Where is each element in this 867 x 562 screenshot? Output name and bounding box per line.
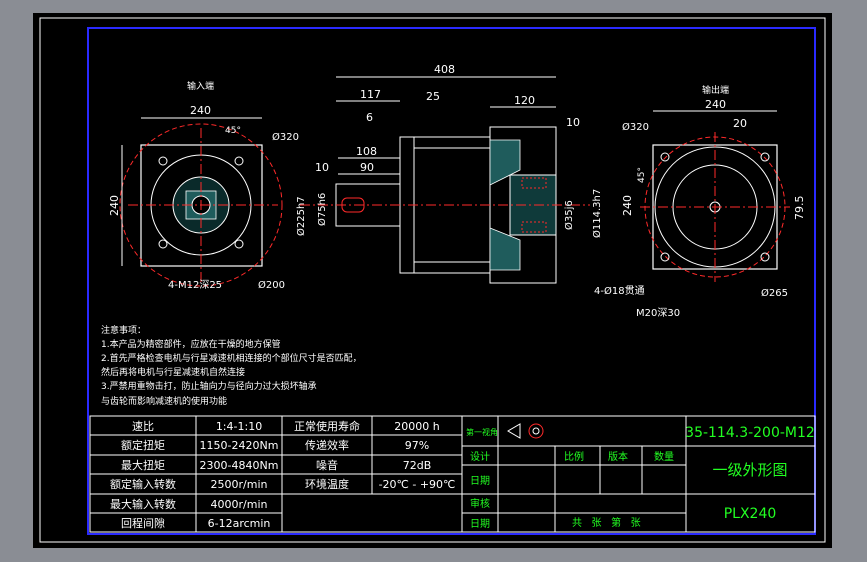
- notes-line-3: 然后再将电机与行星减速机自然连接: [101, 366, 245, 378]
- len25-dim: 25: [426, 90, 440, 103]
- output-hole-bl: [660, 252, 670, 262]
- title-block-frame: [461, 415, 816, 533]
- spec-key: 最大输入转数: [110, 497, 176, 511]
- input-end-view: 输入端 240 240 45° Ø320 4-M12深25 Ø200: [108, 80, 299, 291]
- output-holes-dim: 4-Ø18贯通: [594, 285, 645, 297]
- spec-key: 额定扭矩: [121, 438, 165, 452]
- spec-value: 72dB: [403, 459, 432, 472]
- output-79-dim: 79.5: [793, 196, 806, 221]
- spec-value: 1:4-1:10: [216, 420, 262, 433]
- output-20-dim: 20: [733, 117, 747, 130]
- len120-dim: 120: [514, 94, 535, 107]
- len90-dim: 90: [360, 161, 374, 174]
- notes-title: 注意事项：: [101, 324, 146, 336]
- input-bolt-circle: [119, 123, 283, 287]
- spec-value: 20000 h: [394, 420, 439, 433]
- spec-value: -20℃ - +90℃: [379, 478, 456, 491]
- input-hole-tl: [158, 156, 168, 166]
- tb-date-1: 日期: [470, 475, 490, 487]
- spec-key: 回程间隙: [121, 516, 165, 530]
- spec-key: 传递效率: [305, 438, 349, 452]
- input-hole-br: [234, 239, 244, 249]
- input-bolt-circle-dim: Ø320: [272, 131, 299, 143]
- title-block: 第一视角 设计 日期 审核 日期 比例 版本 数量 共 张 第 张 35-114…: [461, 415, 816, 533]
- tb-design: 设计: [470, 450, 490, 463]
- output-thread-dim: M20深30: [636, 307, 680, 319]
- tb-date-2: 日期: [470, 518, 490, 530]
- output-key: [521, 177, 547, 189]
- input-hole-bl: [158, 239, 168, 249]
- tb-scale: 比例: [564, 450, 584, 463]
- output-hole-tl: [660, 152, 670, 162]
- spec-value: 2300-4840Nm: [200, 459, 279, 472]
- output-width-dim: 240: [705, 98, 726, 111]
- total-length-dim: 408: [434, 63, 455, 76]
- spec-key: 额定输入转数: [110, 477, 176, 491]
- output-end-label: 输出端: [702, 84, 729, 96]
- tb-pages: 共 张 第 张: [572, 516, 641, 529]
- notes-line-5: 与齿轮而影响减速机的使用功能: [101, 395, 227, 407]
- output-end-view: 输出端 240 20 240 45° Ø320 79.5 4-Ø18贯通 Ø26…: [594, 84, 806, 319]
- spec-value: 1150-2420Nm: [200, 439, 279, 452]
- drawing-number: 35-114.3-200-M12: [685, 425, 815, 441]
- input-hole-tr: [234, 156, 244, 166]
- len6-dim: 6: [366, 111, 373, 124]
- outer-frame: [39, 17, 826, 543]
- len10-right-dim: 10: [566, 116, 580, 129]
- output-265-dim: Ø265: [761, 287, 788, 299]
- input-angle-dim: 45°: [225, 126, 241, 136]
- len10-dim: 10: [315, 161, 329, 174]
- output-bolt-circle-dim: Ø320: [622, 121, 649, 133]
- spec-key: 噪音: [316, 458, 338, 472]
- input-thread-dim: 4-M12深25: [168, 279, 222, 291]
- tb-quantity: 数量: [654, 450, 674, 463]
- output-height-dim: 240: [621, 195, 634, 216]
- dia-114-dim: Ø114.3h7: [591, 189, 603, 238]
- spec-value: 2500r/min: [211, 478, 268, 491]
- notes-block: 注意事项： 1.本产品为精密部件，应放在干燥的地方保管 2.首先严格检查电机与行…: [101, 324, 362, 407]
- input-height-dim: 240: [108, 195, 121, 216]
- dia-35-dim: Ø35j6: [563, 200, 575, 230]
- len117-dim: 117: [360, 88, 381, 101]
- tb-version: 版本: [608, 450, 628, 463]
- spec-key: 正常使用寿命: [294, 419, 360, 433]
- output-housing-hatch: [489, 139, 521, 271]
- spec-key: 最大扭矩: [121, 458, 165, 472]
- spec-value: 6-12arcmin: [208, 517, 271, 530]
- spec-key: 速比: [132, 420, 154, 433]
- projection-label: 第一视角: [466, 427, 498, 437]
- input-end-label: 输入端: [187, 80, 214, 92]
- spec-value: 4000r/min: [211, 498, 268, 511]
- input-width-dim: 240: [190, 104, 211, 117]
- projection-symbol-icon: [507, 423, 544, 439]
- tb-check: 审核: [470, 497, 490, 510]
- output-hole-br: [760, 252, 770, 262]
- spec-key: 环境温度: [305, 477, 349, 491]
- notes-line-2: 2.首先严格检查电机与行星减速机相连接的个部位尺寸是否匹配，: [101, 352, 362, 364]
- drawing-paper: [33, 13, 832, 548]
- drawing-name: 一级外形图: [712, 461, 787, 479]
- output-key-2: [521, 221, 547, 233]
- side-section-view: 408 117 25 6 108 90 10 120 10 Ø225h7 Ø75…: [295, 63, 603, 284]
- inner-border: [87, 27, 816, 535]
- model-number: PLX240: [724, 506, 777, 522]
- output-angle-dim: 45°: [637, 167, 647, 183]
- notes-line-1: 1.本产品为精密部件，应放在干燥的地方保管: [101, 338, 281, 350]
- dia-225-dim: Ø225h7: [295, 196, 307, 236]
- spec-table: 速比 1:4-1:10 正常使用寿命 20000 h 额定扭矩 1150-242…: [89, 415, 463, 533]
- dia-75-dim: Ø75h6: [316, 193, 328, 226]
- notes-line-4: 3.严禁用重物击打，防止轴向力与径向力过大损坏轴承: [101, 380, 317, 392]
- input-pilot-dim: Ø200: [258, 279, 285, 291]
- output-hole-tr: [760, 152, 770, 162]
- len108-dim: 108: [356, 145, 377, 158]
- spec-value: 97%: [405, 439, 429, 452]
